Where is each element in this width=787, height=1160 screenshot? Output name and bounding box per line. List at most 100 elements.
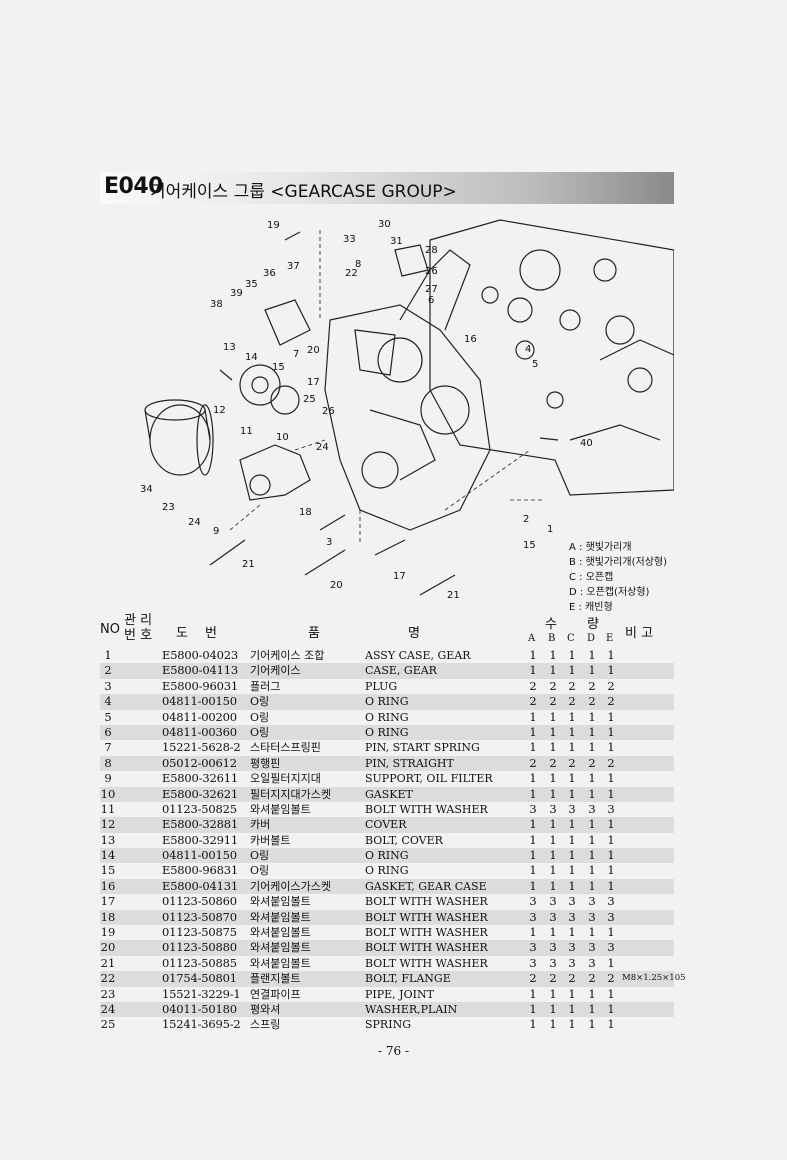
part-name-korean: 와셔붙임볼트 [250,910,311,924]
quantity-cell: 1 [529,817,537,832]
quantity-cell: 3 [529,940,537,955]
quantity-cell: 1 [588,986,596,1001]
quantity-cell: 2 [568,694,576,709]
quantity-cell: 1 [568,1017,576,1032]
quantity-cell: 1 [607,724,615,739]
quantity-cell: 3 [568,940,576,955]
quantity-cell: 1 [588,1001,596,1016]
quantity-cell: 1 [529,863,537,878]
part-number: 01123-50825 [162,801,237,816]
quantity-cell: 1 [529,724,537,739]
callout-label: 20 [330,580,343,591]
quantity-cell: 2 [588,755,596,770]
part-name-korean: 스타터스프링핀 [250,741,321,755]
part-name-korean: 스프링 [250,1018,281,1032]
legend-item: B : 햇빛가리개(저상형) [569,557,667,568]
quantity-cell: 1 [568,740,576,755]
quantity-cell: 2 [568,678,576,693]
row-number: 12 [100,817,116,832]
header-drawing-2: 번 [205,626,217,641]
variant-legend: A : 햇빛가리개 B : 햇빛가리개(저상형) C : 오픈캡 D : 오픈캡… [569,540,667,615]
quantity-cell: 1 [607,663,615,678]
part-name-english: CASE, GEAR [365,664,437,678]
row-number: 24 [100,1001,116,1016]
part-name-english: O RING [365,864,409,878]
callout-label: 14 [245,352,258,363]
callout-label: 28 [425,245,438,256]
quantity-cell: 1 [529,648,537,662]
quantity-cell: 2 [529,971,537,986]
part-name-english: PIN, START SPRING [365,741,480,755]
quantity-cell: 1 [568,724,576,739]
o-ring [270,385,300,415]
quantity-cell: 1 [568,648,576,662]
quantity-cell: 3 [607,894,615,909]
section-code: E040 [104,174,163,199]
row-number: 1 [104,648,112,662]
part-number: E5800-32611 [162,771,238,786]
section-title: 기어케이스 그룹 <GEARCASE GROUP> [150,182,457,202]
part-number: E5800-04131 [162,878,238,893]
legend-item: C : 오픈캡 [569,572,614,583]
quantity-cell: 2 [568,755,576,770]
oil-filter [144,399,214,476]
part-name-english: BOLT WITH WASHER [365,895,488,909]
quantity-cell: 3 [588,940,596,955]
quantity-cell: 1 [588,709,596,724]
quantity-cell: 3 [607,801,615,816]
part-name-english: BOLT, FLANGE [365,972,451,986]
callout-label: 12 [213,405,226,416]
quantity-cell: 1 [588,648,596,662]
callout-label: 37 [287,261,300,272]
quantity-cell: 1 [549,817,557,832]
part-name-korean: O링 [250,695,270,709]
part-name-english: PIN, STRAIGHT [365,756,454,770]
callout-label: 15 [523,540,536,551]
quantity-cell: 2 [529,678,537,693]
quantity-cell: 2 [549,694,557,709]
header-no: NO [100,622,120,637]
callout-label: 20 [307,345,320,356]
quantity-cell: 1 [588,925,596,940]
callout-label: 6 [428,295,434,306]
quantity-cell: 1 [549,663,557,678]
row-number: 19 [100,925,116,940]
part-name-english: O RING [365,695,409,709]
callout-label: 4 [525,344,531,355]
quantity-cell: 1 [549,925,557,940]
quantity-cell: 1 [549,786,557,801]
part-name-korean: 기어케이스 [250,664,301,678]
header-mgmt: 관 리 번 호 [124,613,153,643]
table-header: NO 관 리 번 호 도 번 품 명 수 량 A B C D E 비 고 [100,613,674,648]
part-number: E5800-96831 [162,863,238,878]
callout-label: 21 [447,590,460,601]
part-name-english: PIPE, JOINT [365,987,434,1001]
quantity-cell: 1 [607,817,615,832]
row-number: 21 [100,955,116,970]
quantity-cell: 1 [607,878,615,893]
quantity-cell: 3 [529,955,537,970]
legend-item: D : 오픈캡(저상형) [569,587,650,598]
callout-label: 17 [307,377,320,388]
quantity-cell: 1 [549,848,557,863]
callout-label: 27 [425,284,438,295]
row-number: 23 [100,986,116,1001]
row-number: 9 [104,771,112,786]
quantity-cell: 3 [607,909,615,924]
quantity-cell: 1 [588,832,596,847]
quantity-cell: 2 [588,694,596,709]
quantity-cell: 1 [568,832,576,847]
part-number: E5800-04113 [162,663,238,678]
quantity-cell: 1 [568,663,576,678]
callout-label: 35 [245,279,258,290]
part-number: 01123-50870 [162,909,237,924]
part-name-korean: 평행핀 [250,756,281,770]
part-number: 04811-00360 [162,724,237,739]
quantity-cell: 3 [549,801,557,816]
quantity-cell: 3 [529,909,537,924]
